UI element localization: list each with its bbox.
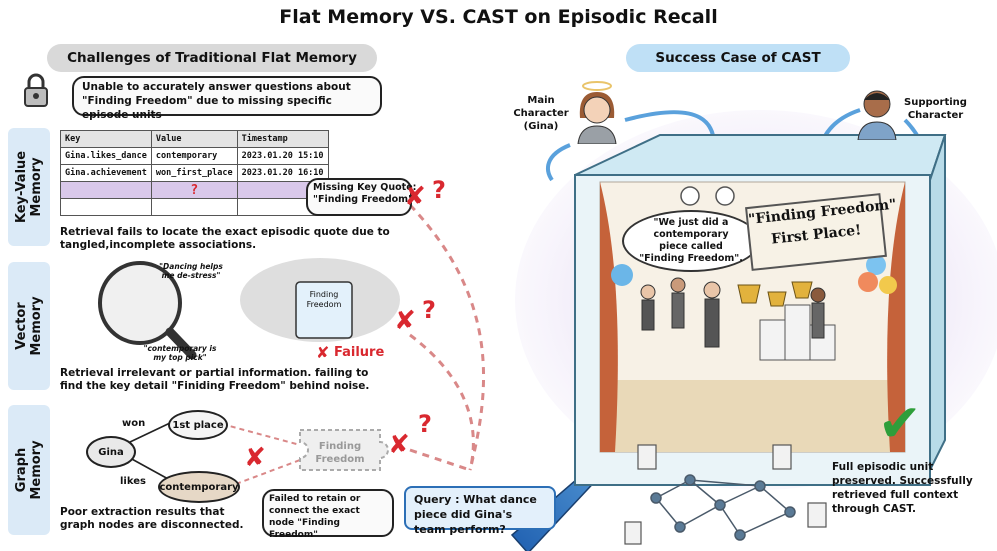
main-character-link-2 [546, 143, 571, 182]
kv-col-timestamp: Timestamp [236, 130, 329, 148]
left-section-header: Challenges of Traditional Flat Memory Mo… [47, 44, 377, 94]
kv-cell: 2023.01.20 15:10 [236, 147, 329, 165]
node-contemporary: contemporary [158, 471, 240, 503]
ghost-node-label: Finding Freedom [315, 441, 365, 465]
kv-col-value: Value [150, 130, 238, 148]
ghost-puzzle-node [299, 429, 389, 471]
tab-vector-memory: Vector Memory [8, 262, 50, 390]
success-check-icon: ✔ [878, 394, 922, 454]
failure-label: Failure [334, 345, 385, 360]
x-mark-icon: ✘ [244, 443, 266, 473]
tab-graph-memory: Graph Memory [8, 405, 50, 535]
edge-label-won: won [122, 418, 146, 429]
scroll-icon [295, 281, 353, 339]
kv-cell: won_first_place [150, 164, 238, 182]
kv-col-key: Key [60, 130, 152, 148]
dashed-link-vector [409, 333, 475, 471]
x-mark-icon: ✘ [388, 430, 410, 460]
magnifier-icon [98, 261, 197, 360]
main-character-avatar [570, 78, 624, 145]
vector-quote-2: "contemporary is my top pick" [143, 344, 217, 362]
kv-cell-missing: ? [150, 181, 238, 199]
x-mark-icon: ✘ [404, 182, 426, 212]
success-caption: Full episodic unit preserved. Successful… [832, 461, 973, 515]
vector-caption: Retrieval irrelevant or partial informat… [60, 367, 370, 392]
kv-cell: Gina.achievement [60, 164, 152, 182]
doc-icons [624, 444, 827, 545]
kv-table: Key Value Timestamp Gina.likes_dance con… [60, 130, 329, 216]
x-mark-icon: ✘ [394, 306, 416, 336]
cast-graph-network [650, 474, 796, 541]
question-mark-icon: ? [418, 410, 432, 438]
kv-cell: Gina.likes_dance [60, 147, 152, 165]
edge-broken-2 [235, 459, 301, 485]
edge-broken-1 [221, 423, 301, 446]
main-character-label: Main Character (Gina) [513, 95, 569, 132]
edge-won [129, 422, 171, 443]
question-mark-icon: ? [422, 296, 436, 324]
gina-speech-bubble: "We just did a contemporary piece called… [622, 210, 760, 272]
tab-key-value-memory: Key-Value Memory [8, 128, 50, 246]
kv-cell [60, 181, 152, 199]
query-box: Query : What dance piece did Gina's team… [404, 486, 556, 536]
graph-caption: Poor extraction results that graph nodes… [60, 506, 244, 531]
edge-label-likes: likes [120, 476, 146, 487]
failure-x-icon: ✘ [316, 343, 330, 362]
dashed-link-kv [408, 203, 486, 471]
node-gina: Gina [86, 436, 136, 468]
kv-cell [60, 198, 152, 216]
supporting-character-label: Supporting Character [904, 97, 967, 121]
dashed-link-graph [409, 448, 471, 472]
kv-cell: contemporary [150, 147, 238, 165]
scroll-text: Finding Freedom [306, 290, 342, 309]
vector-quote-1: "Dancing helps me de-stress" [159, 262, 223, 280]
missing-key-note: Missing Key Quote: "Finding Freedom" [306, 178, 416, 216]
kv-cell [150, 198, 238, 216]
kv-caption: Retrieval fails to locate the exact epis… [60, 226, 390, 251]
question-mark-icon: ? [432, 176, 446, 204]
page-title: Flat Memory VS. CAST on Episodic Recall [279, 6, 718, 28]
lock-icon [22, 72, 50, 108]
warning-bubble: Unable to accurately answer questions ab… [72, 76, 382, 121]
supporting-character-avatar [854, 82, 900, 141]
right-section-header: Success Case of CAST [626, 44, 850, 72]
edge-likes [129, 457, 171, 481]
graph-fail-note: Failed to retain or connect the exact no… [262, 489, 394, 540]
node-first-place: 1st place [168, 410, 228, 440]
